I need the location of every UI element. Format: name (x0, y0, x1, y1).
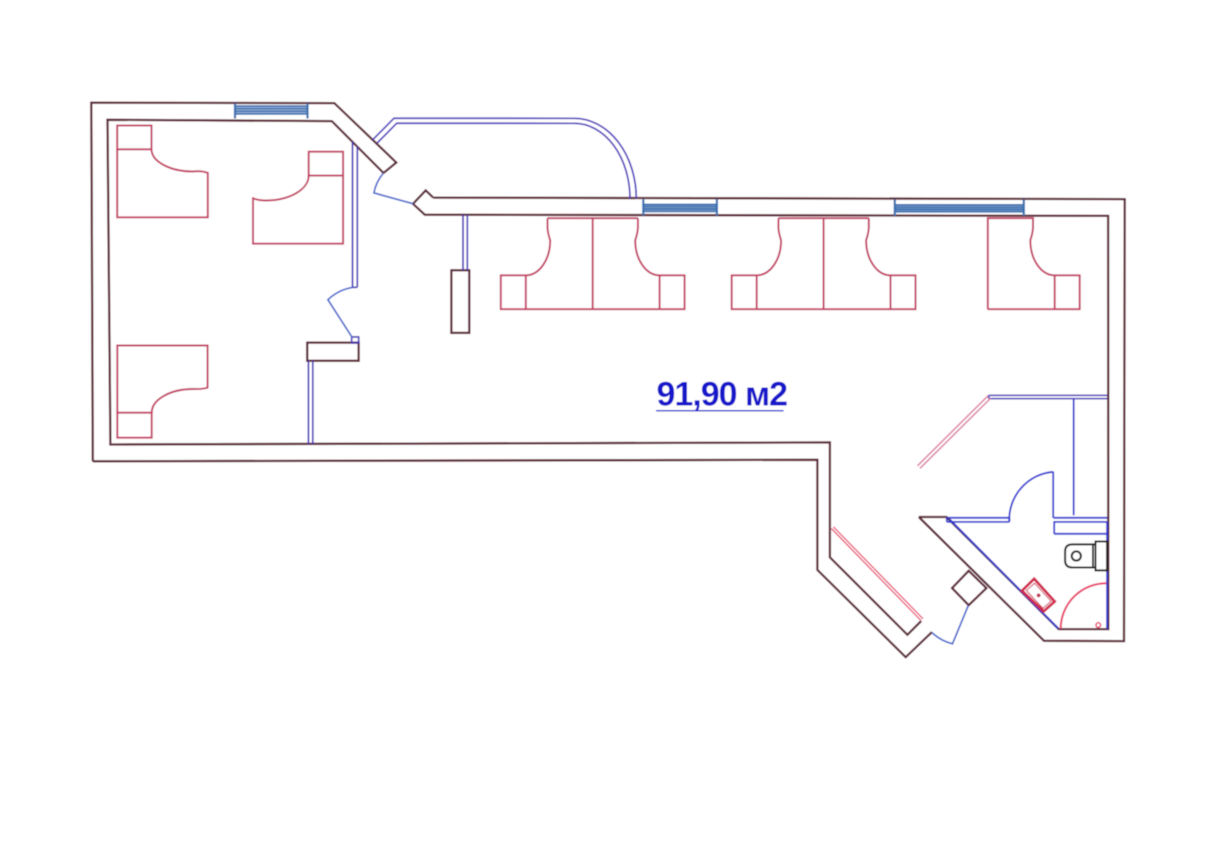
svg-text:91,90 м2: 91,90 м2 (657, 376, 788, 414)
